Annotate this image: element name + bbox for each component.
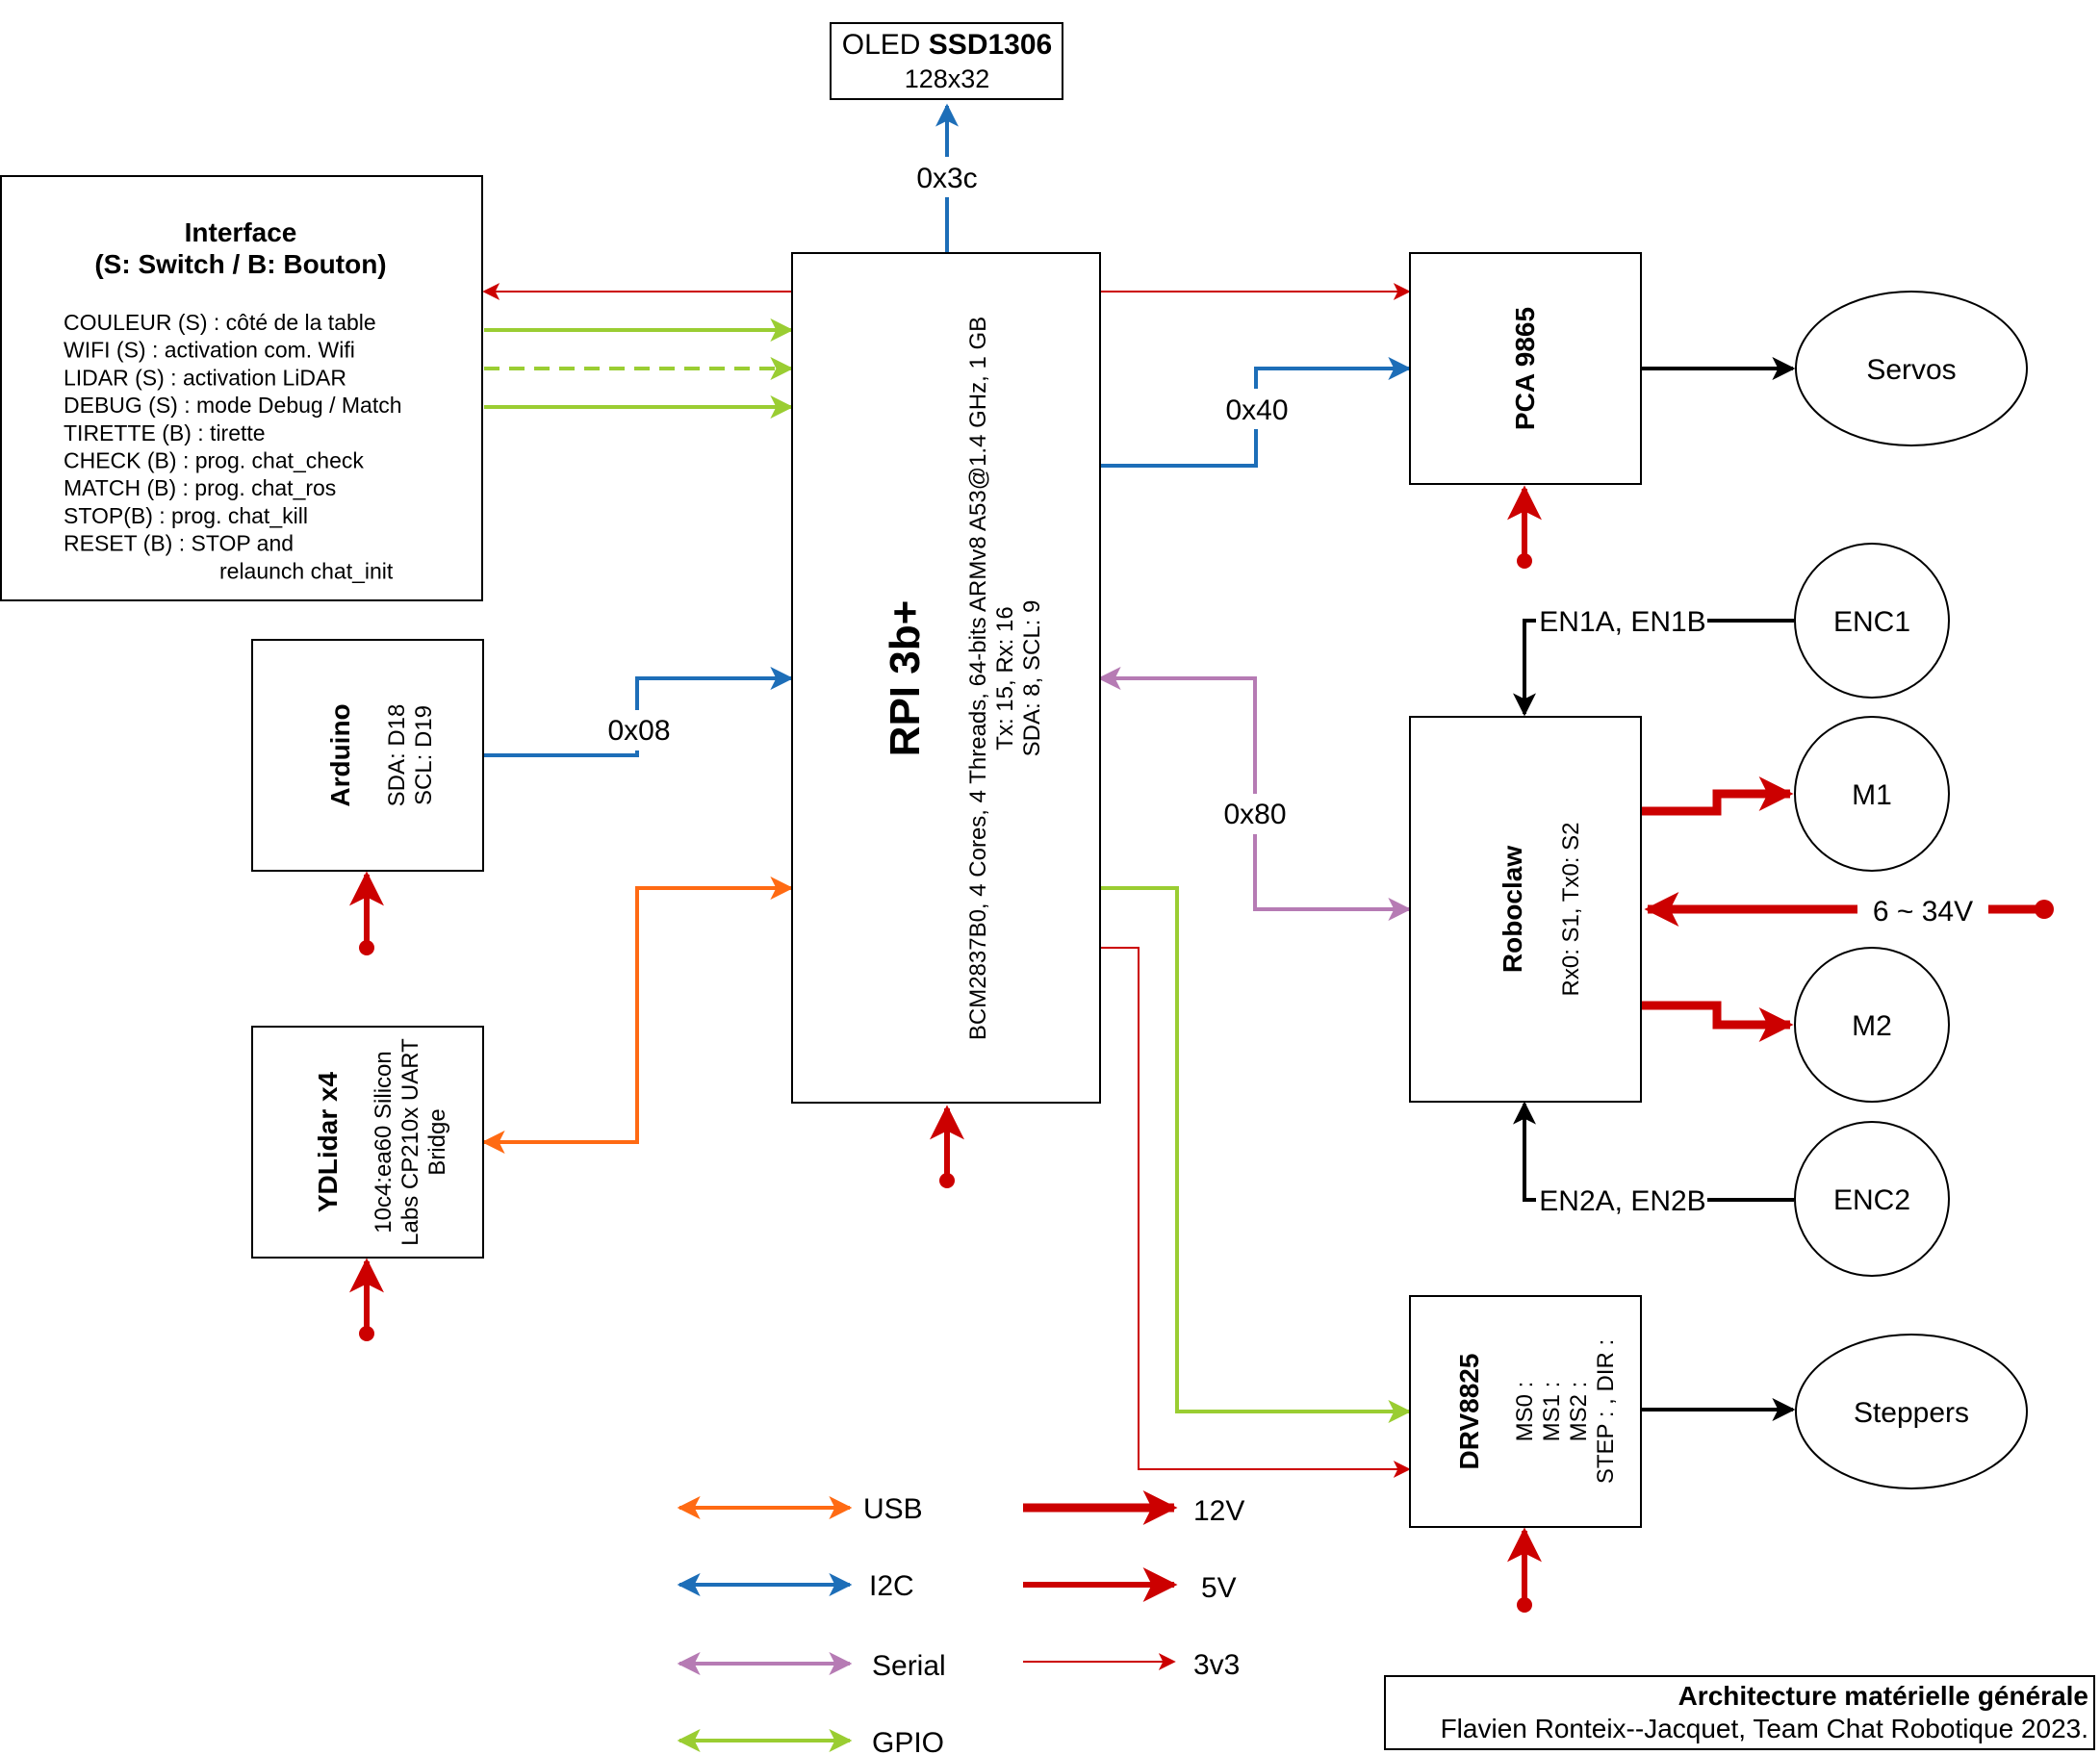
oled-resolution: 128x32	[905, 64, 990, 93]
interface-node: Interface (S: Switch / B: Bouton) COULEU…	[0, 175, 483, 601]
steppers-node: Steppers	[1795, 1334, 2028, 1489]
arduino-scl: SCL: D19	[411, 705, 437, 805]
ydlidar-title: YDLidar x4	[313, 1071, 343, 1212]
drv-title: DRV8825	[1454, 1354, 1484, 1470]
interface-item: TIRETTE (B) : tirette	[64, 420, 266, 445]
pca-node: PCA 9865	[1409, 252, 1642, 485]
roboclaw-pins: Rx0: S1, Tx0: S2	[1558, 823, 1584, 997]
footer-title: Architecture matérielle générale	[1678, 1681, 2088, 1711]
rpi-i2c: SDA: 8, SCL: 9	[1019, 600, 1045, 757]
drv-ms1: MS1 :	[1539, 1382, 1565, 1442]
rpi-spec: BCM2837B0, 4 Cores, 4 Threads, 64-bits A…	[965, 317, 991, 1040]
legend-5v-label: 5V	[1201, 1572, 1237, 1604]
svg-text:OLED SSD1306: OLED SSD1306	[842, 29, 1052, 61]
interface-item: STOP(B) : prog. chat_kill	[64, 503, 308, 528]
footer-author: Flavien Ronteix--Jacquet, Team Chat Robo…	[1441, 1714, 2088, 1743]
ydlidar-line3: Bridge	[424, 1108, 450, 1175]
drv-ms2: MS2 :	[1566, 1382, 1592, 1442]
interface-item: MATCH (B) : prog. chat_ros	[64, 475, 336, 500]
12v-roboclaw-m2-connector	[1641, 1001, 1794, 1042]
ydlidar-line1: 10c4:ea60 Silicon	[371, 1051, 397, 1233]
interface-item: WIFI (S) : activation com. Wifi	[64, 338, 355, 363]
gpio-rpi-drv-connector	[1100, 886, 1412, 1423]
oled-address-label: 0x3c	[916, 163, 977, 194]
3v3-rpi-drv-connector	[1100, 947, 1411, 1478]
interface-item: LIDAR (S) : activation LiDAR	[64, 365, 346, 390]
roboclaw-title: Roboclaw	[1498, 846, 1527, 973]
enc2-pins-label: EN2A, EN2B	[1539, 1185, 1705, 1217]
drv-node: DRV8825 MS0 : MS1 : MS2 : STEP : , DIR :	[1409, 1295, 1642, 1528]
power-stub-ydlidar	[349, 1258, 384, 1341]
roboclaw-supply-label: 6 ~ 34V	[1873, 896, 1973, 928]
interface-item: relaunch chat_init	[219, 558, 394, 583]
legend-serial-label: Serial	[872, 1650, 946, 1682]
legend: USB I2C Serial GPIO 12V 5V 3v3	[677, 1490, 1244, 1755]
arduino-title: Arduino	[325, 703, 355, 806]
roboclaw-node: Roboclaw Rx0: S1, Tx0: S2	[1409, 716, 1642, 1103]
rpi-node: RPI 3b+ BCM2837B0, 4 Cores, 4 Threads, 6…	[791, 252, 1101, 1104]
oled-node: OLED SSD1306 128x32	[830, 22, 1063, 100]
legend-usb-label: USB	[863, 1493, 923, 1525]
enc1-pins-label: EN1A, EN1B	[1539, 606, 1705, 638]
legend-gpio-label: GPIO	[872, 1727, 944, 1755]
pca-address-label: 0x40	[1225, 394, 1288, 426]
roboclaw-address-label: 0x80	[1223, 799, 1286, 830]
power-stub-pca	[1507, 485, 1542, 569]
steppers-label: Steppers	[1854, 1397, 1969, 1429]
oled-title-bold: SSD1306	[929, 29, 1052, 61]
legend-3v3-label: 3v3	[1193, 1649, 1240, 1681]
rpi-title: RPI 3b+	[882, 600, 929, 757]
interface-item: DEBUG (S) : mode Debug / Match	[64, 393, 402, 418]
ydlidar-node: YDLidar x4 10c4:ea60 Silicon Labs CP210x…	[251, 1026, 484, 1259]
interface-item: RESET (B) : STOP and	[64, 531, 294, 556]
m1-node: M1	[1794, 716, 1950, 872]
enc1-label: ENC1	[1833, 606, 1910, 638]
rpi-uart: Tx: 15, Rx: 16	[992, 606, 1018, 750]
power-stub-arduino	[349, 871, 384, 955]
arduino-node: Arduino SDA: D18 SCL: D19	[251, 639, 484, 872]
enc1-node: ENC1	[1794, 543, 1950, 699]
power-stub-drv	[1507, 1527, 1542, 1613]
power-stub-rpi	[930, 1105, 964, 1188]
drv-ms0: MS0 :	[1512, 1382, 1538, 1442]
legend-i2c-label: I2C	[869, 1570, 914, 1602]
arduino-sda: SDA: D18	[384, 704, 410, 807]
m2-node: M2	[1794, 947, 1950, 1103]
footer-caption: Architecture matérielle générale Flavien…	[1384, 1675, 2095, 1750]
12v-roboclaw-m1-connector	[1641, 776, 1794, 816]
oled-title-prefix: OLED	[842, 29, 929, 61]
interface-item: COULEUR (S) : côté de la table	[64, 310, 376, 335]
m1-label: M1	[1852, 779, 1892, 811]
interface-title: Interface	[185, 217, 297, 247]
supply-terminal	[2035, 900, 2054, 919]
interface-item: CHECK (B) : prog. chat_check	[64, 448, 364, 473]
m2-label: M2	[1852, 1010, 1892, 1042]
usb-ydlidar-rpi-connector	[481, 877, 794, 1154]
arduino-address-label: 0x08	[607, 715, 670, 747]
pca-title: PCA 9865	[1510, 307, 1540, 430]
enc2-label: ENC2	[1833, 1184, 1910, 1216]
ydlidar-line2: Labs CP210x UART	[397, 1038, 423, 1246]
servos-node: Servos	[1795, 291, 2028, 446]
enc2-node: ENC2	[1794, 1121, 1950, 1277]
interface-subtitle: (S: Switch / B: Bouton)	[94, 249, 386, 279]
drv-step-dir: STEP : , DIR :	[1593, 1339, 1619, 1484]
legend-12v-label: 12V	[1193, 1495, 1244, 1527]
servos-label: Servos	[1866, 354, 1956, 386]
